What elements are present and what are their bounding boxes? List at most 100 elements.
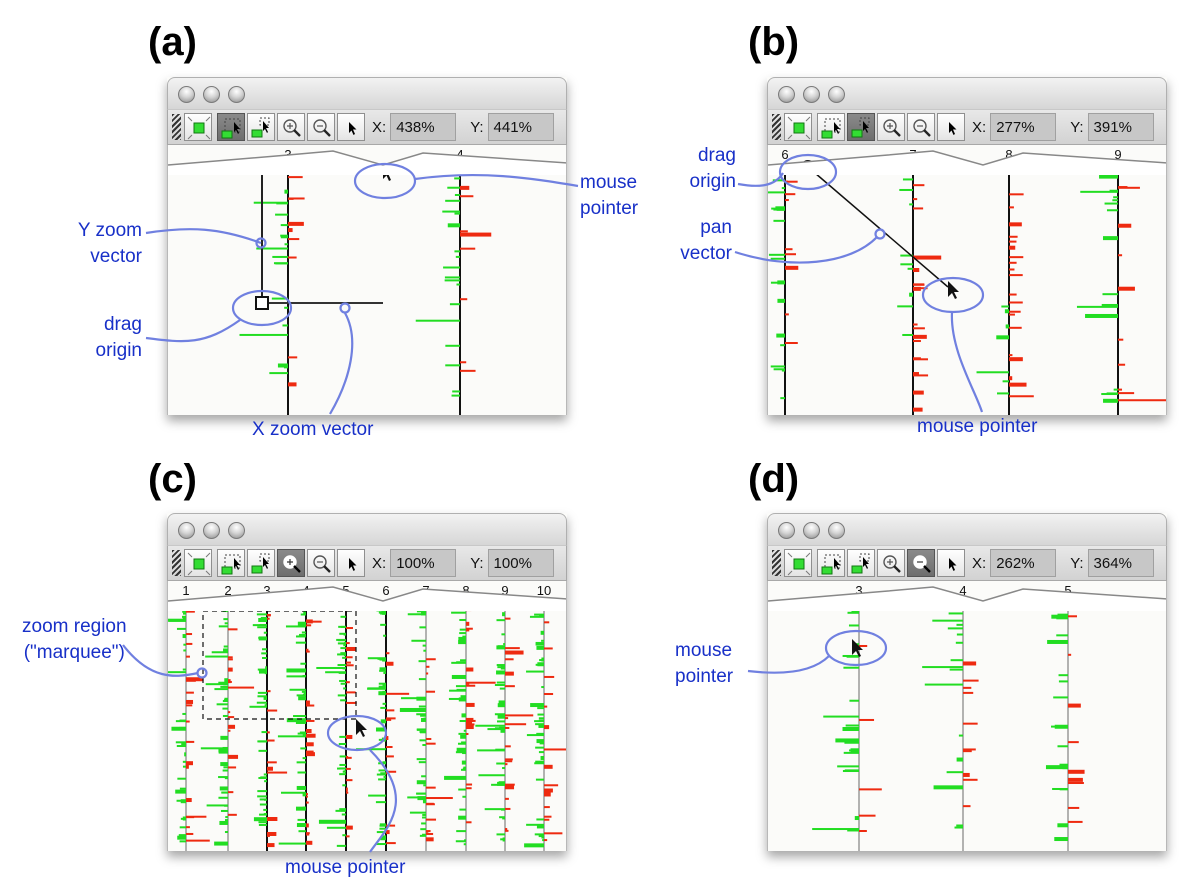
zoom-drag-button[interactable] (217, 113, 245, 141)
column-label: 1 (182, 583, 189, 598)
x-zoom-field[interactable]: 100% (390, 549, 457, 577)
gain-bar (383, 776, 386, 779)
zoom-out-button[interactable] (907, 113, 935, 141)
gain-bar (907, 267, 913, 270)
minimize-window-button[interactable] (203, 522, 220, 539)
gain-bar (772, 179, 785, 182)
gain-bar (422, 644, 426, 647)
loss-bar (466, 681, 496, 684)
gain-bar (183, 643, 186, 646)
x-zoom-field[interactable]: 277% (990, 113, 1057, 141)
select-button[interactable] (337, 549, 365, 577)
loss-bar (1009, 301, 1023, 304)
zoom-in-button[interactable] (877, 113, 905, 141)
zoom-drag-button[interactable] (817, 113, 845, 141)
gain-bar (286, 668, 306, 673)
zoom-in-button[interactable] (277, 549, 305, 577)
zoom-out-button[interactable] (307, 549, 335, 577)
zoom-out-button[interactable] (307, 113, 335, 141)
gain-bar (534, 613, 544, 616)
gain-bar (495, 748, 505, 751)
gain-bar (498, 700, 505, 705)
minimize-window-button[interactable] (803, 522, 820, 539)
loss-bar (267, 613, 271, 616)
close-window-button[interactable] (778, 522, 795, 539)
toolbar-grip-handle[interactable] (772, 114, 781, 140)
gain-bar (484, 808, 505, 811)
zoom-drag-button[interactable] (817, 549, 845, 577)
gain-bar (184, 752, 186, 757)
loss-bar (386, 772, 389, 775)
fit-to-window-button[interactable] (184, 549, 212, 577)
loss-bar (913, 268, 920, 273)
pan-vector (807, 166, 949, 288)
pan-drag-button[interactable] (247, 113, 275, 141)
gain-bar (264, 798, 267, 801)
gain-bar (326, 826, 346, 829)
pan-drag-button[interactable] (247, 549, 275, 577)
zoom-out-button[interactable] (907, 549, 935, 577)
close-window-button[interactable] (778, 86, 795, 103)
fit-to-window-button[interactable] (184, 113, 212, 141)
gain-bar (456, 830, 466, 833)
y-zoom-field[interactable]: 364% (1087, 549, 1154, 577)
gain-bar (419, 626, 426, 629)
loss-bar (466, 684, 476, 687)
gain-bar (956, 633, 963, 636)
zoom-window-button[interactable] (228, 86, 245, 103)
gain-bar (848, 624, 859, 627)
y-zoom-field[interactable]: 100% (487, 549, 554, 577)
loss-bar (913, 207, 924, 210)
zoom-drag-button[interactable] (217, 549, 245, 577)
pan-drag-button[interactable] (847, 549, 875, 577)
zoom-window-button[interactable] (828, 522, 845, 539)
toolbar: X:277%Y:391% (767, 109, 1167, 145)
zoom-window-button[interactable] (228, 522, 245, 539)
plot-canvas[interactable]: 12345678910 (167, 581, 567, 851)
select-button[interactable] (937, 113, 965, 141)
x-zoom-field[interactable]: 262% (990, 549, 1057, 577)
gain-bar (1101, 303, 1118, 306)
loss-bar (1068, 653, 1072, 656)
gain-bar (451, 611, 466, 614)
close-window-button[interactable] (178, 522, 195, 539)
gain-bar (449, 689, 466, 692)
zoom-in-button[interactable] (877, 549, 905, 577)
gain-bar (524, 843, 544, 848)
select-button[interactable] (937, 549, 965, 577)
plot-canvas[interactable]: 6789 (767, 145, 1167, 415)
gain-bar (1045, 765, 1068, 770)
x-zoom-field[interactable]: 438% (390, 113, 457, 141)
fit-to-window-button[interactable] (784, 549, 812, 577)
gain-bar (500, 665, 505, 670)
gain-bar (494, 727, 505, 730)
loss-bar (785, 253, 796, 256)
minimize-window-button[interactable] (803, 86, 820, 103)
y-zoom-field[interactable]: 391% (1087, 113, 1154, 141)
minimize-window-button[interactable] (203, 86, 220, 103)
toolbar-grip-handle[interactable] (172, 114, 181, 140)
annotation-y-zoom-vector: Y zoom vector (40, 218, 142, 270)
chromosome-column-8: 8 (976, 147, 1034, 415)
zoom-out-icon (913, 555, 931, 573)
gain-bar (502, 612, 505, 617)
zoom-window-button[interactable] (828, 86, 845, 103)
close-window-button[interactable] (178, 86, 195, 103)
loss-bar (1118, 186, 1140, 189)
toolbar-grip-handle[interactable] (172, 550, 181, 576)
gain-bar (444, 775, 466, 780)
gain-bar (249, 705, 267, 708)
loss-bar (1009, 193, 1024, 196)
gain-bar (280, 236, 288, 239)
gain-bar (924, 683, 963, 686)
toolbar-grip-handle[interactable] (772, 550, 781, 576)
select-button[interactable] (337, 113, 365, 141)
fit-to-window-button[interactable] (784, 113, 812, 141)
y-zoom-field[interactable]: 441% (487, 113, 554, 141)
pan-drag-button[interactable] (847, 113, 875, 141)
gain-bar (475, 724, 505, 727)
zoom-in-button[interactable] (277, 113, 305, 141)
gain-bar (843, 751, 859, 754)
